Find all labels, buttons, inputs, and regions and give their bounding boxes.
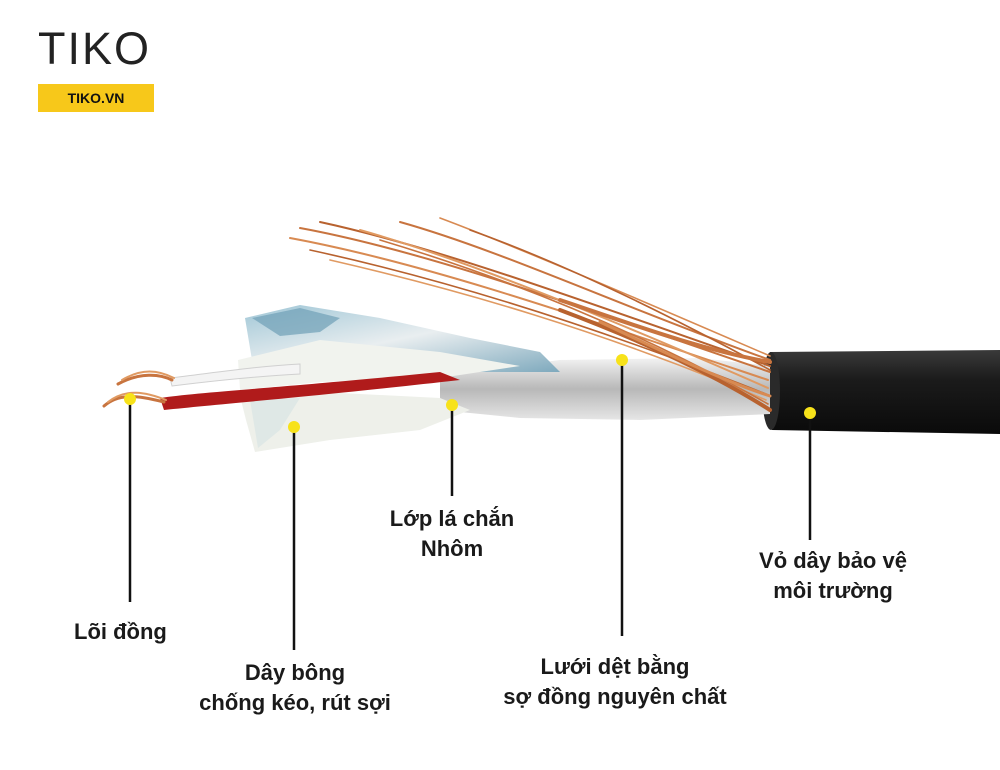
label-copper-braid: Lưới dệt bằng sợ đồng nguyên chất — [470, 652, 760, 712]
callout-jacket — [804, 407, 816, 540]
callout-foil — [446, 399, 458, 496]
label-cotton-filler-line1: Dây bông — [244, 660, 346, 685]
inner-conductors — [160, 363, 460, 410]
brand-logo-text: TIKO — [38, 23, 152, 74]
brand-logo: TIKO TIKO.VN — [38, 22, 154, 112]
copper-core-ends — [102, 370, 175, 408]
label-foil-shield-line1: Lớp lá chắn — [389, 506, 515, 531]
label-outer-jacket: Vỏ dây bảo vệ môi trường — [728, 546, 938, 606]
copper-braid-strands — [289, 217, 772, 412]
label-copper-core: Lõi đồng — [74, 617, 167, 647]
label-cotton-filler: Dây bông chống kéo, rút sợi — [170, 658, 420, 718]
callout-core — [124, 393, 136, 602]
label-foil-shield: Lớp lá chắn Nhôm — [352, 504, 552, 564]
callout-braid — [616, 354, 628, 636]
brand-site-badge: TIKO.VN — [38, 84, 154, 112]
label-outer-jacket-line2: môi trường — [773, 578, 893, 603]
label-copper-core-line1: Lõi đồng — [74, 619, 167, 644]
callout-cotton — [288, 421, 300, 650]
label-foil-shield-line2: Nhôm — [420, 536, 484, 561]
label-copper-braid-line2: sợ đồng nguyên chất — [503, 684, 727, 709]
label-outer-jacket-line1: Vỏ dây bảo vệ — [759, 548, 907, 573]
cotton-filler — [238, 340, 520, 452]
label-copper-braid-line1: Lưới dệt bằng — [540, 654, 690, 679]
label-cotton-filler-line2: chống kéo, rút sợi — [199, 690, 391, 715]
cable-jacket — [762, 350, 1000, 434]
